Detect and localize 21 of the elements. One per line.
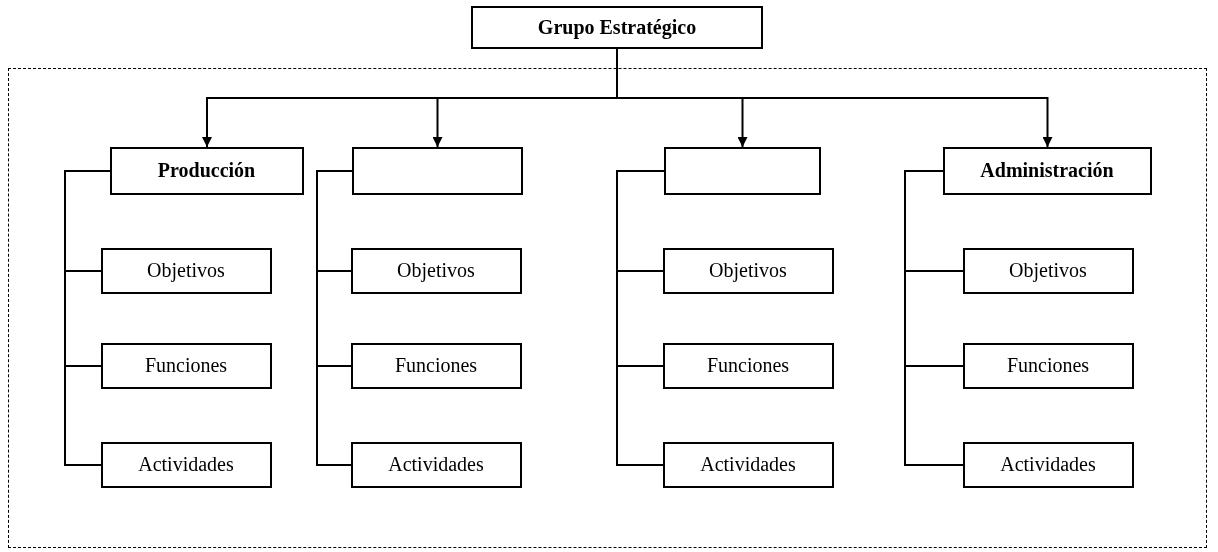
- empty-box: [351, 146, 523, 195]
- org-box: Actividades: [350, 441, 522, 488]
- org-box: Actividades: [662, 441, 834, 488]
- org-box: Producción: [109, 146, 304, 195]
- org-box: Funciones: [662, 342, 834, 389]
- empty-box: [663, 146, 821, 195]
- org-box: Administración: [942, 146, 1152, 195]
- org-box: Objetivos: [662, 247, 834, 294]
- org-box: Objetivos: [100, 247, 272, 294]
- connector: [64, 170, 111, 466]
- org-box: Objetivos: [350, 247, 522, 294]
- org-box: Actividades: [100, 441, 272, 488]
- connector: [316, 170, 353, 466]
- connector: [904, 170, 964, 466]
- org-box: Objetivos: [962, 247, 1134, 294]
- org-box: Funciones: [962, 342, 1134, 389]
- org-box: Grupo Estratégico: [471, 6, 763, 49]
- dashed-group-frame: [8, 68, 1207, 548]
- org-box: Funciones: [100, 342, 272, 389]
- org-box: Actividades: [962, 441, 1134, 488]
- org-box: Funciones: [350, 342, 522, 389]
